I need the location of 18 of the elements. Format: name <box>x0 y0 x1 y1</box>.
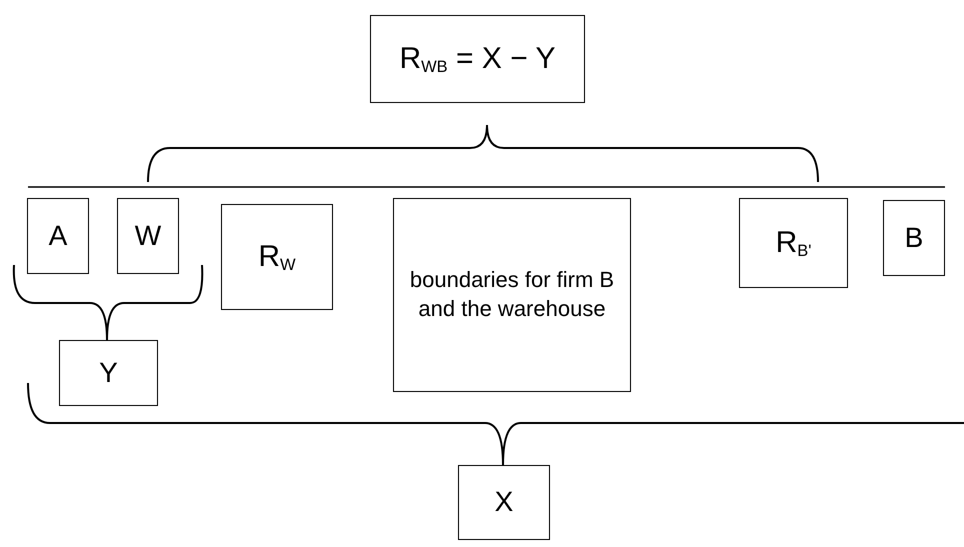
text-box <box>221 204 333 310</box>
text-box <box>739 198 848 288</box>
text-box <box>59 340 158 406</box>
box-label: W <box>134 218 162 253</box>
box-label: X <box>494 485 514 520</box>
text-box <box>458 465 550 540</box>
box-label: R$_{W}$ <box>258 239 296 276</box>
text-box <box>27 198 89 274</box>
box-label: R$_{WB}$ = X − Y <box>399 41 556 78</box>
box-label: boundaries for firm B and the warehouse <box>408 266 616 323</box>
box-label: A <box>48 218 68 253</box>
box-label: B <box>904 220 924 255</box>
box-label: Y <box>99 356 118 390</box>
text-box <box>393 198 631 392</box>
text-box <box>370 15 585 103</box>
text-box <box>117 198 179 274</box>
text-box <box>883 200 945 276</box>
box-label: R$_{B'}$ <box>776 225 812 262</box>
